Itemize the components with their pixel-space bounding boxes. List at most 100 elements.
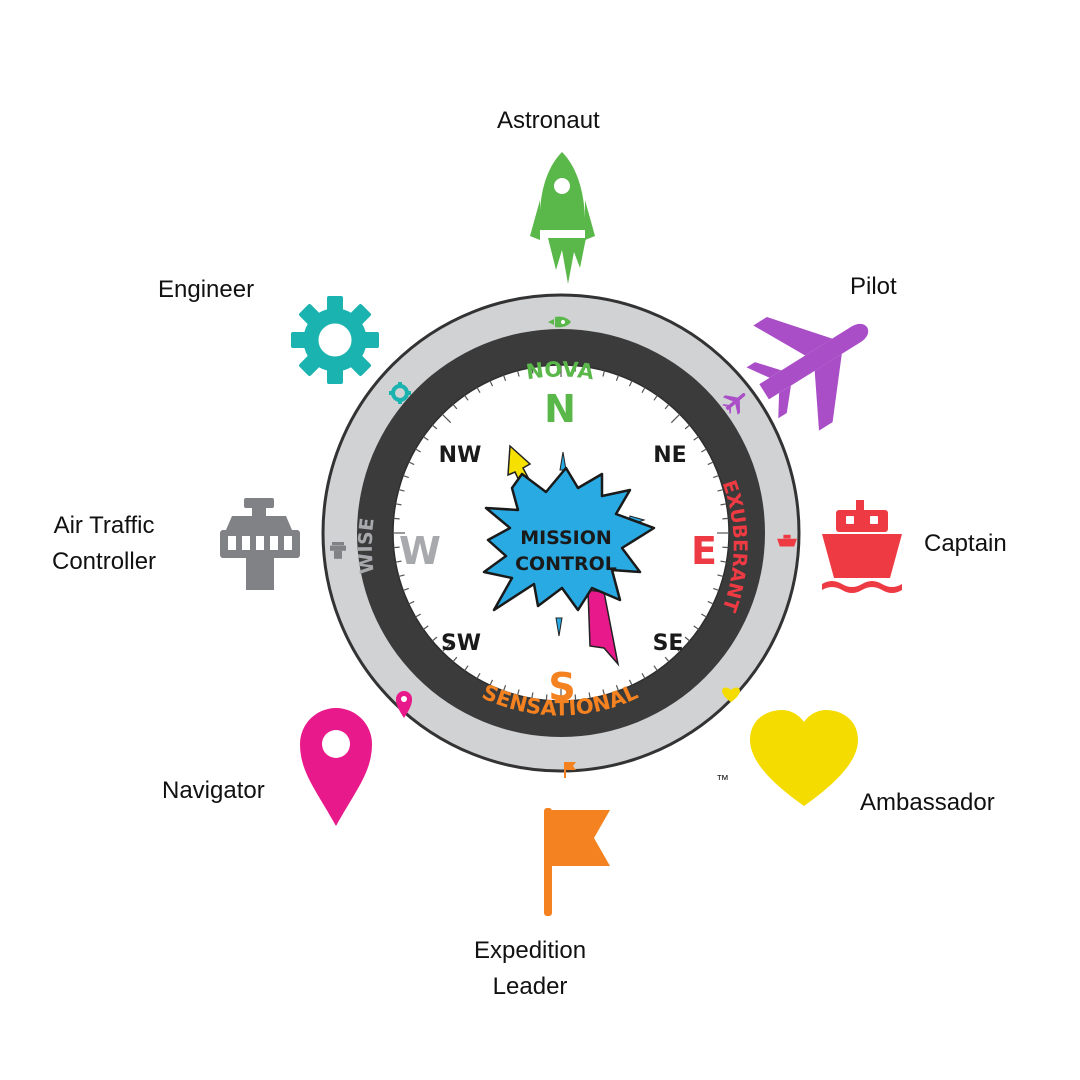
compass-tick bbox=[707, 461, 714, 466]
compass-tick bbox=[423, 625, 429, 630]
label-ambassador: Ambassador bbox=[860, 789, 995, 816]
compass-tick bbox=[722, 546, 729, 549]
compass-tick bbox=[476, 387, 481, 394]
compass-tick bbox=[464, 395, 469, 401]
compass-tick bbox=[717, 488, 724, 492]
direction-s: S bbox=[548, 665, 575, 709]
compass-tick bbox=[476, 672, 481, 679]
compass-tick bbox=[398, 488, 405, 492]
label-expedition-line-2: Leader bbox=[492, 973, 568, 1000]
compass-tick bbox=[489, 380, 494, 387]
compass-tick bbox=[713, 474, 720, 479]
compass-tick bbox=[545, 694, 548, 701]
compass-tick bbox=[722, 517, 729, 520]
label-expedition-leader: Expedition Leader bbox=[474, 933, 586, 1005]
compass-tick bbox=[395, 560, 402, 563]
burst-spike bbox=[555, 617, 563, 637]
label-air-traffic-line-1: Air Traffic bbox=[53, 512, 155, 539]
heart-icon bbox=[750, 710, 858, 806]
compass-tick bbox=[628, 380, 633, 387]
compass-tick bbox=[615, 374, 620, 381]
direction-e: E bbox=[691, 529, 717, 573]
ring-word-west: WISE bbox=[355, 517, 379, 575]
compass-ticks bbox=[393, 365, 729, 701]
compass-tick bbox=[452, 403, 458, 410]
direction-n: N bbox=[544, 387, 576, 431]
compass-tick bbox=[720, 503, 727, 506]
compass-tick bbox=[670, 642, 681, 653]
direction-sw: SW bbox=[441, 631, 481, 656]
compass-tick bbox=[441, 642, 452, 653]
compass-tick bbox=[700, 613, 707, 618]
compass-tick bbox=[395, 503, 402, 506]
compass-tick bbox=[415, 613, 422, 618]
compass-tick bbox=[588, 692, 591, 699]
compass-tick bbox=[574, 365, 577, 372]
compass-tick bbox=[664, 403, 670, 410]
gear-icon bbox=[291, 296, 379, 384]
compass-tick bbox=[402, 587, 409, 592]
label-air-traffic-line-2: Controller bbox=[52, 548, 157, 575]
compass-tick bbox=[502, 685, 507, 692]
compass-tick bbox=[713, 587, 720, 592]
trademark-symbol: ™ bbox=[716, 772, 729, 787]
airplane-icon bbox=[746, 316, 869, 431]
compass-tick bbox=[393, 546, 400, 549]
compass-tick bbox=[574, 694, 577, 701]
compass-tick bbox=[670, 413, 681, 424]
label-air-traffic-controller: Air Traffic Controller bbox=[52, 508, 156, 580]
compass-tick bbox=[516, 689, 520, 696]
compass-tick bbox=[653, 665, 658, 671]
direction-w: W bbox=[399, 529, 441, 573]
center-line-2: CONTROL bbox=[515, 553, 617, 575]
compass-tick bbox=[664, 656, 670, 663]
compass-tick bbox=[441, 413, 452, 424]
compass-tick bbox=[531, 692, 534, 699]
control-tower-icon bbox=[220, 498, 300, 590]
compass-tick bbox=[628, 679, 633, 686]
compass-tick bbox=[684, 424, 691, 430]
ring-gear-icon bbox=[389, 382, 411, 404]
compass-tick bbox=[545, 365, 548, 372]
ship-icon bbox=[822, 500, 902, 593]
compass-tick bbox=[415, 448, 422, 453]
ring-flag-icon bbox=[564, 762, 576, 778]
compass-tick bbox=[398, 574, 405, 578]
ring-word-north: NOVA bbox=[525, 357, 597, 384]
compass-tick bbox=[707, 600, 714, 605]
compass-tick bbox=[720, 560, 727, 563]
compass-tick bbox=[531, 367, 534, 374]
ring-map-pin-icon bbox=[396, 691, 412, 718]
compass-tick bbox=[502, 374, 507, 381]
flag-icon bbox=[544, 808, 610, 916]
compass-tick bbox=[615, 685, 620, 692]
compass-tick bbox=[431, 636, 438, 642]
label-captain: Captain bbox=[924, 530, 1007, 557]
compass-tick bbox=[700, 448, 707, 453]
compass-tick bbox=[423, 436, 429, 441]
label-expedition-line-1: Expedition bbox=[474, 937, 587, 964]
ring-control-tower-icon bbox=[330, 542, 346, 559]
compass-tick bbox=[588, 367, 591, 374]
compass-tick bbox=[408, 461, 415, 466]
compass-tick bbox=[516, 370, 520, 377]
compass-tick bbox=[693, 625, 699, 630]
map-pin-icon bbox=[300, 708, 372, 826]
compass-tick bbox=[602, 370, 606, 377]
ring-ship-icon bbox=[777, 534, 797, 547]
compass-tick bbox=[489, 679, 494, 686]
compass-tick bbox=[693, 436, 699, 441]
direction-nw: NW bbox=[439, 443, 482, 468]
ring-rocket-icon bbox=[548, 316, 571, 328]
label-pilot: Pilot bbox=[850, 273, 897, 300]
direction-se: SE bbox=[653, 631, 684, 656]
label-astronaut: Astronaut bbox=[497, 107, 600, 134]
compass-tick bbox=[402, 474, 409, 479]
ring-airplane-icon bbox=[722, 393, 746, 415]
label-engineer: Engineer bbox=[158, 276, 255, 303]
rocket-icon bbox=[530, 152, 595, 284]
compass-tick bbox=[641, 672, 646, 679]
compass-tick bbox=[452, 656, 458, 663]
